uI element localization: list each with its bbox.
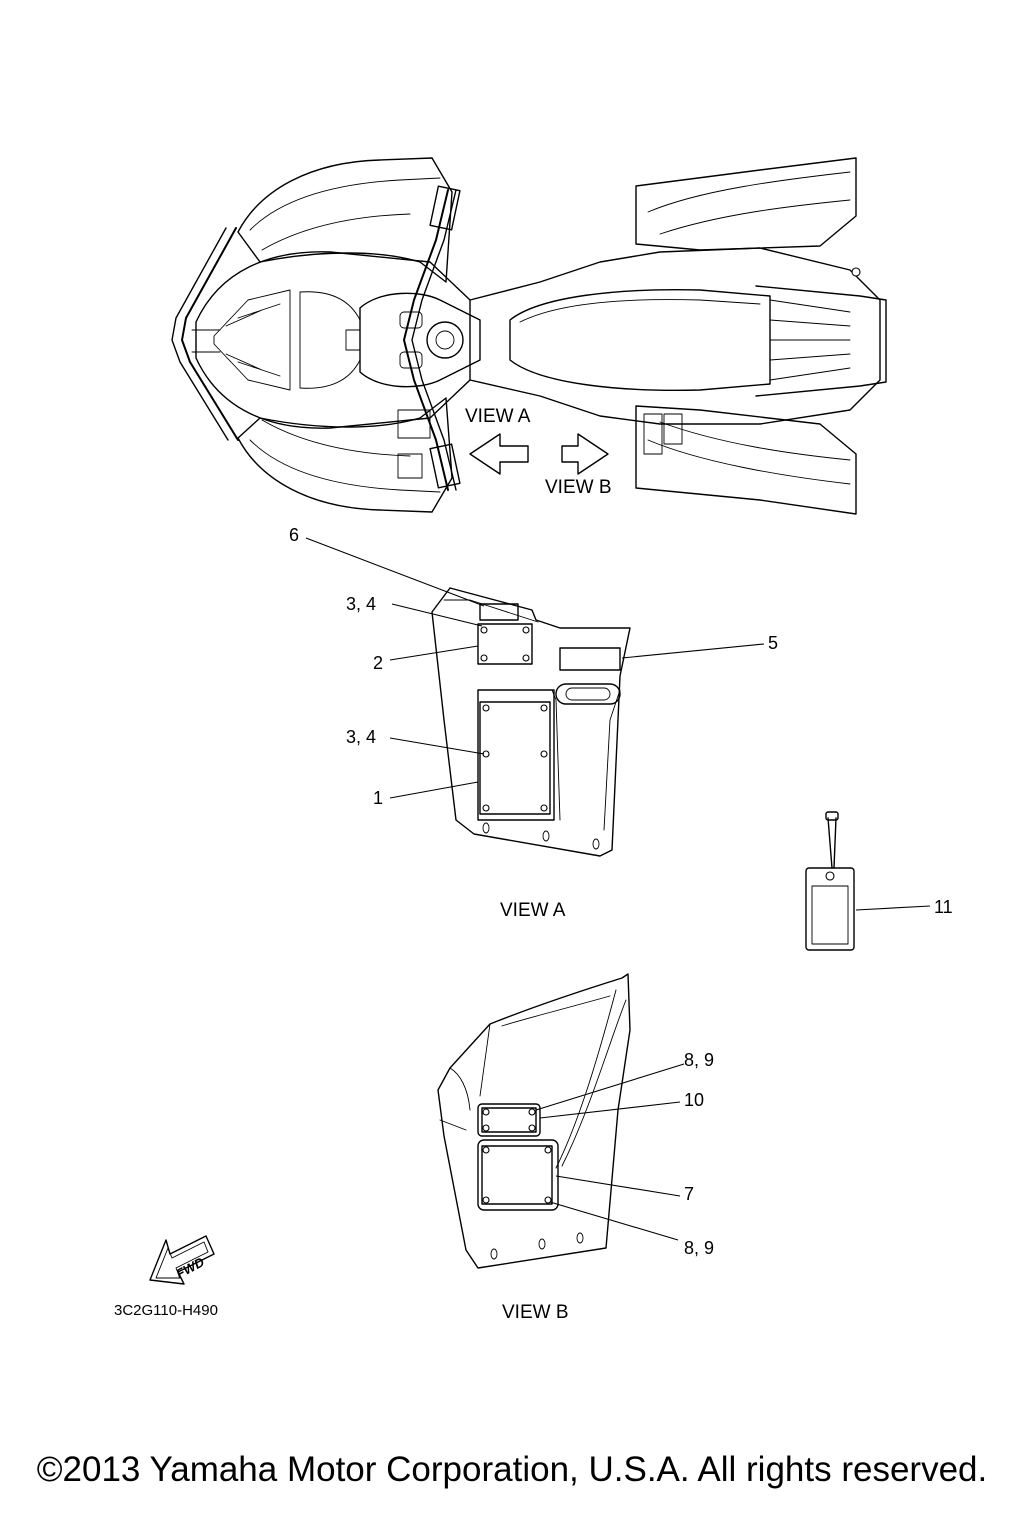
view-a-arrow-label: VIEW A [465, 406, 531, 427]
view-a-caption: VIEW A [500, 900, 566, 921]
view-b-caption: VIEW B [502, 1302, 569, 1323]
label-7-outline [477, 1139, 559, 1211]
callout-11: 11 [934, 897, 953, 917]
view-a-panel [305, 537, 765, 857]
atv-top-view [171, 157, 887, 515]
label-1 [479, 701, 551, 815]
callout-3-4-lower: 3, 4 [346, 727, 376, 747]
callout-8-9-upper: 8, 9 [684, 1050, 714, 1070]
fwd-badge-text: FWD [174, 1254, 208, 1281]
copyright-notice: ©2013 Yamaha Motor Corporation, U.S.A. A… [36, 1450, 988, 1489]
callout-8-9-lower: 8, 9 [684, 1238, 714, 1258]
label-5 [559, 647, 621, 671]
callout-6: 6 [289, 525, 299, 545]
view-a-arrow [469, 433, 529, 475]
callout-3-4-upper: 3, 4 [346, 594, 376, 614]
label-1-outline [477, 689, 555, 821]
view-b-panel [437, 973, 685, 1269]
label-2 [477, 623, 533, 665]
callout-10: 10 [684, 1090, 704, 1110]
callout-2: 2 [373, 653, 383, 673]
view-b-arrow [561, 433, 609, 475]
fwd-arrow-icon: FWD [149, 1235, 215, 1285]
label-6 [479, 603, 519, 621]
label-10 [481, 1107, 537, 1133]
callout-5: 5 [768, 633, 778, 653]
view-b-arrow-label: VIEW B [545, 477, 612, 498]
callout-1: 1 [373, 788, 383, 808]
diagram-code: 3C2G110-H490 [114, 1302, 218, 1319]
callout-7: 7 [684, 1184, 694, 1204]
label-7 [481, 1145, 553, 1205]
label-10-outline [477, 1103, 541, 1137]
hang-tag [805, 811, 931, 951]
